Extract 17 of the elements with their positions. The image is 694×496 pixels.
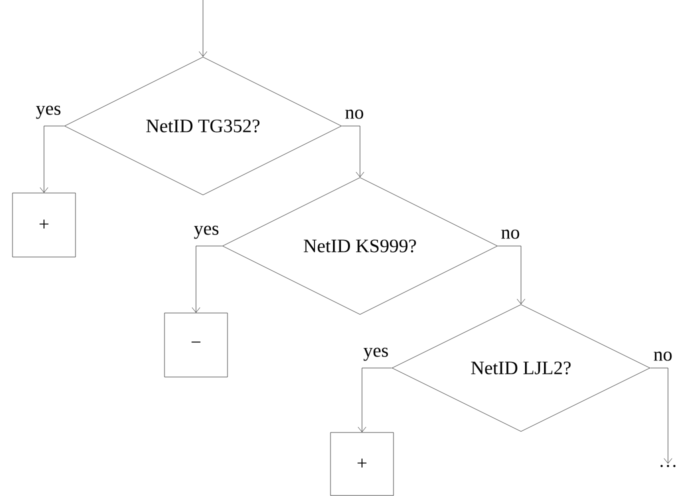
edge-label: yes <box>36 106 60 119</box>
arrow <box>198 0 208 57</box>
edge-label: yes <box>364 348 388 361</box>
arrow <box>498 246 526 304</box>
edge-label: yes <box>194 226 218 239</box>
outcome-box: − <box>164 312 228 378</box>
outcome-box: + <box>12 192 76 258</box>
ellipsis-text: … <box>660 464 676 468</box>
edge-label: no <box>345 110 364 119</box>
arrow <box>358 368 392 432</box>
edge-label: no <box>501 230 520 239</box>
arrow <box>342 126 364 178</box>
arrow <box>650 368 672 464</box>
edge-label: no <box>654 352 672 361</box>
outcome-box: + <box>330 432 394 496</box>
arrow <box>192 246 222 313</box>
arrow <box>40 126 64 193</box>
